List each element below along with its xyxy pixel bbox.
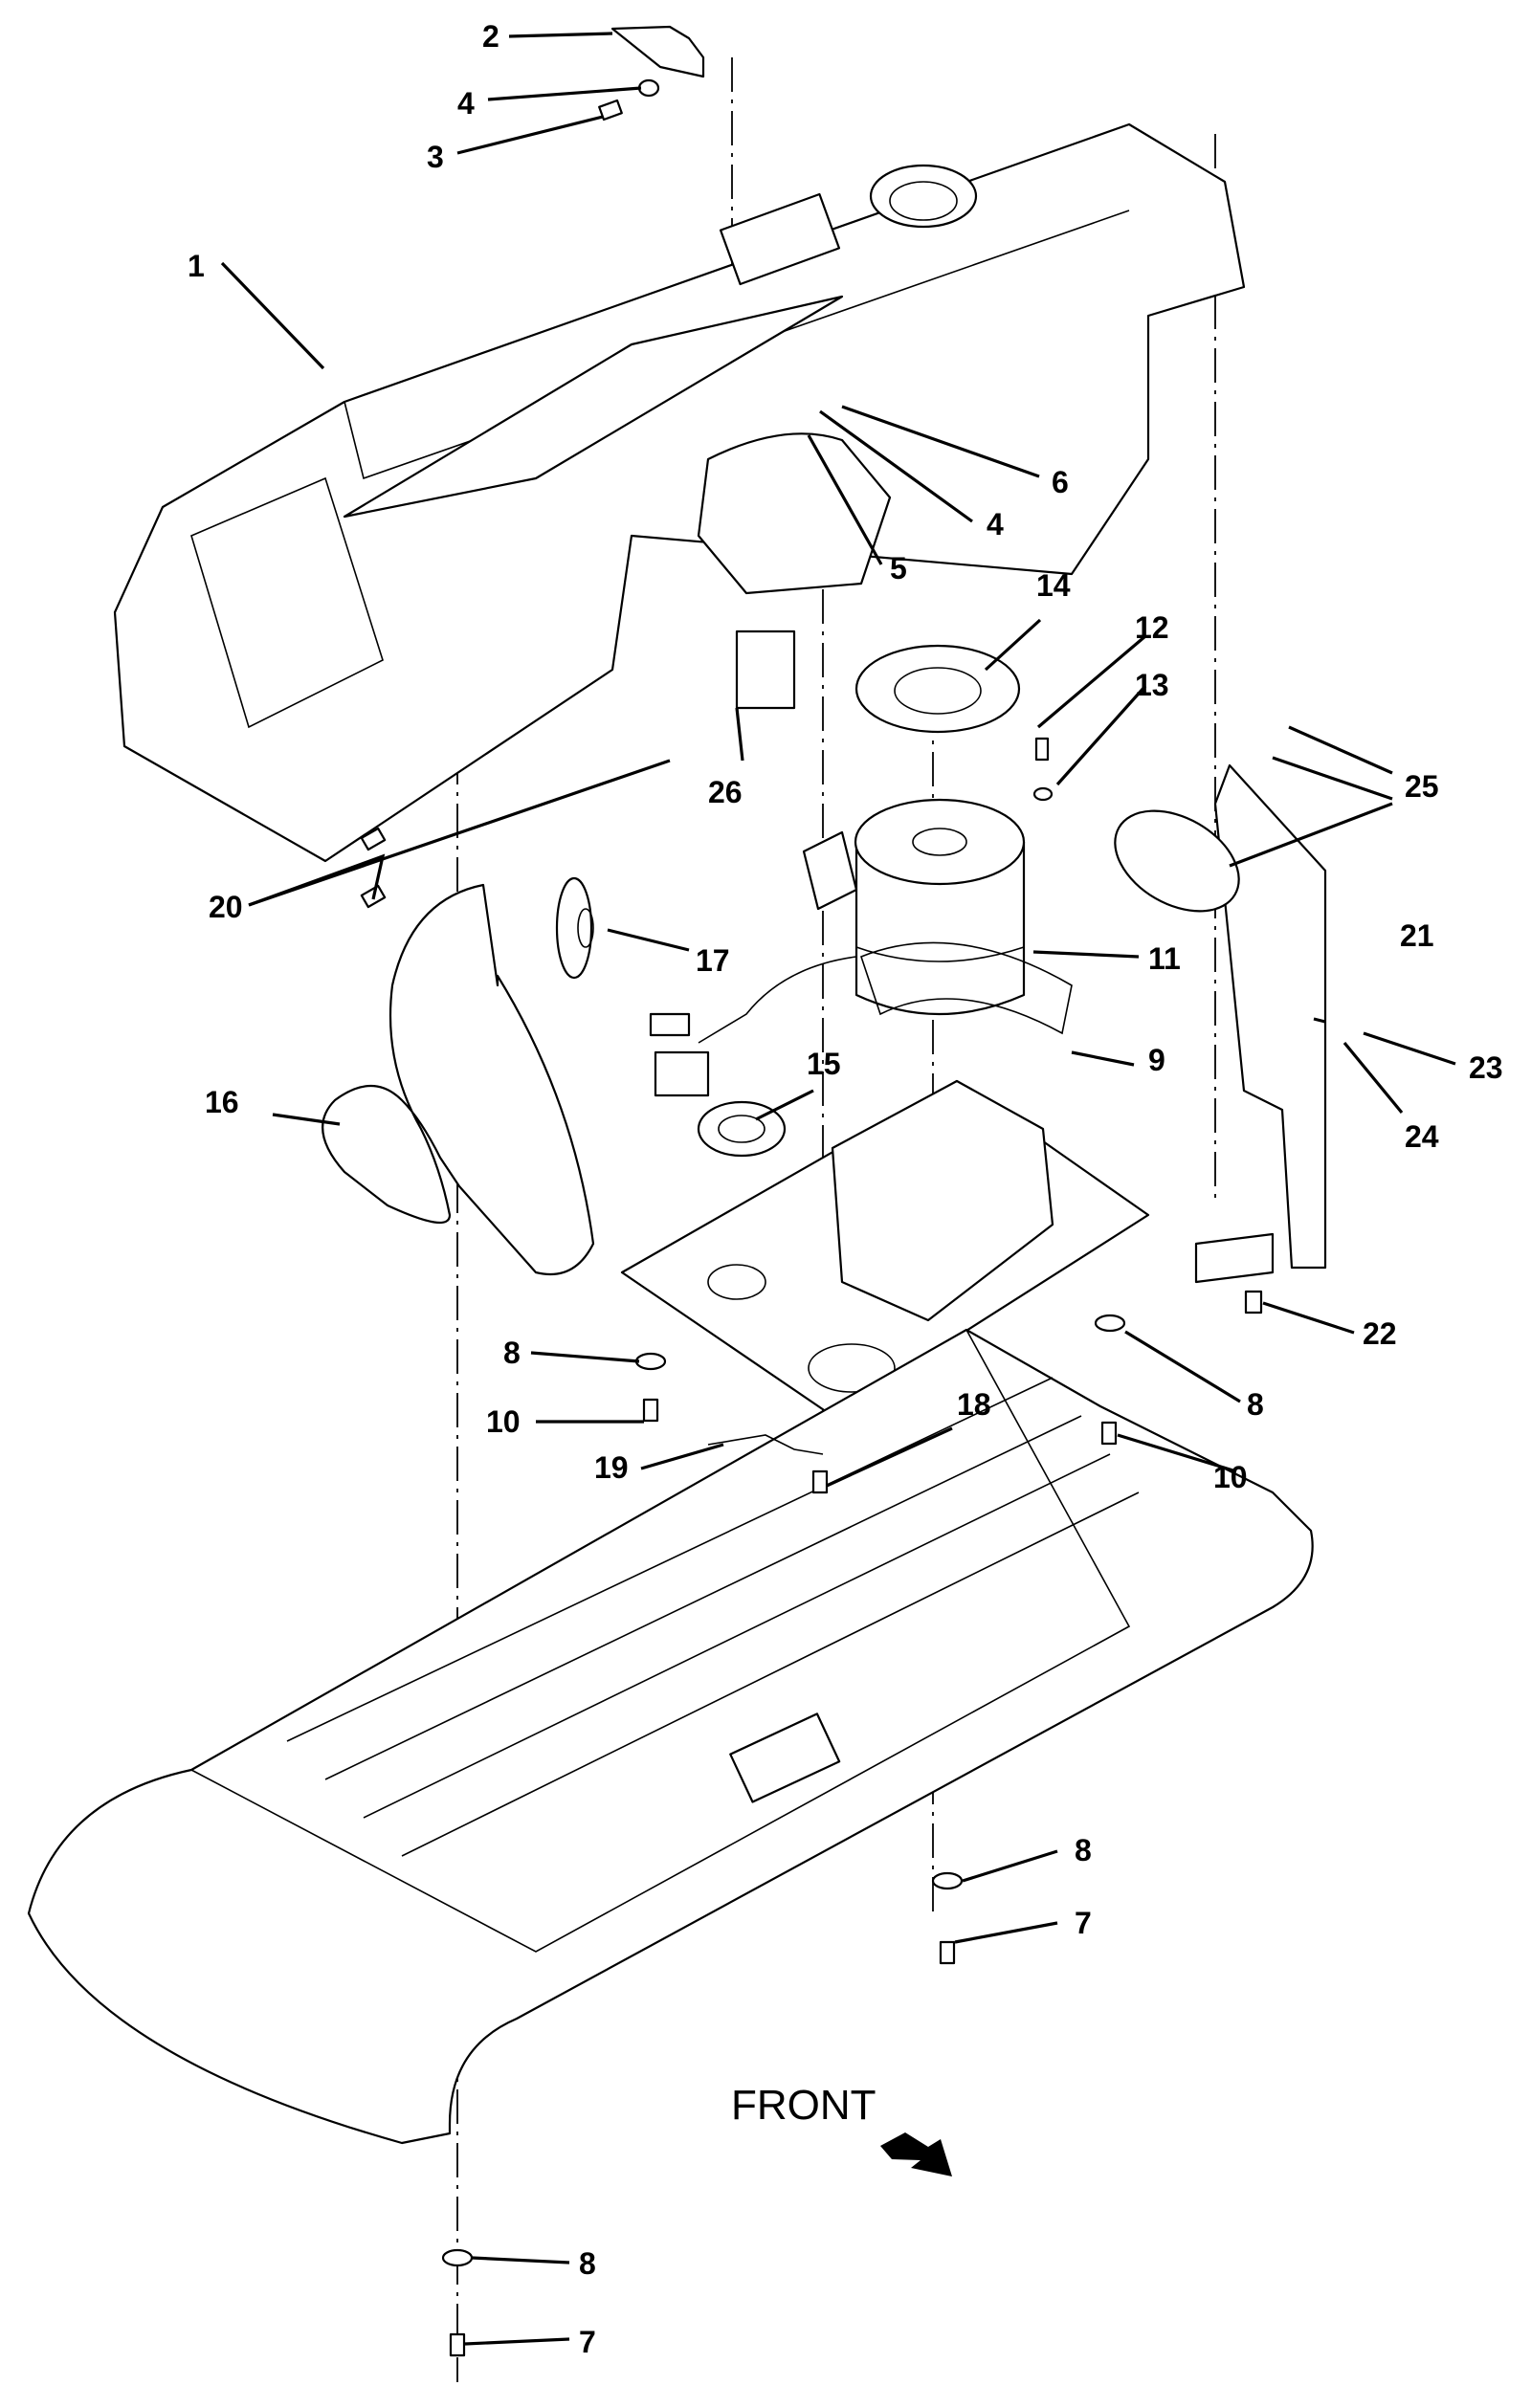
callout-10: 10 [1213, 1460, 1248, 1494]
callout-6: 6 [1052, 465, 1069, 499]
callout-4: 4 [457, 86, 475, 121]
callout-15: 15 [807, 1047, 841, 1081]
bracket-hardware [598, 25, 705, 122]
ground-wire [707, 1434, 824, 1455]
side-panel [1114, 763, 1327, 1284]
callout-25: 25 [1405, 769, 1439, 804]
lower-chassis [27, 1328, 1314, 2145]
callout-7: 7 [1075, 1906, 1092, 1940]
callout-17: 17 [696, 943, 730, 978]
callout-20: 20 [209, 890, 243, 924]
callout-3: 3 [427, 140, 444, 174]
callout-7: 7 [579, 2325, 596, 2359]
callout-14: 14 [1036, 568, 1071, 603]
callout-24: 24 [1405, 1119, 1439, 1154]
wire-harness [649, 956, 857, 1097]
callout-4: 4 [987, 507, 1004, 541]
callout-21: 21 [1400, 918, 1434, 953]
front-direction-label: FRONT [731, 2082, 876, 2129]
callout-18: 18 [957, 1387, 991, 1422]
callout-8: 8 [1247, 1387, 1264, 1422]
callout-9: 9 [1148, 1043, 1165, 1077]
front-arrow-icon [880, 2132, 952, 2176]
callout-12: 12 [1135, 610, 1169, 645]
callout-2: 2 [482, 19, 499, 54]
callout-19: 19 [594, 1450, 629, 1485]
label-plate [735, 630, 796, 710]
exhaust-hose [322, 883, 595, 1276]
callout-16: 16 [205, 1085, 239, 1119]
callout-8: 8 [1075, 1833, 1092, 1867]
callout-1: 1 [188, 249, 205, 283]
callout-8: 8 [579, 2246, 596, 2281]
motor-mount-plate [620, 941, 1150, 1418]
callout-5: 5 [890, 551, 907, 585]
vacuum-motor [802, 798, 1026, 1016]
spacer-ring [555, 876, 594, 980]
callout-10: 10 [486, 1404, 521, 1439]
callout-26: 26 [708, 775, 743, 809]
gasket [854, 644, 1021, 734]
callout-11: 11 [1148, 941, 1181, 976]
callout-13: 13 [1135, 668, 1169, 702]
callout-8: 8 [503, 1336, 521, 1370]
upper-housing [113, 122, 1246, 863]
callout-23: 23 [1469, 1050, 1503, 1085]
leader-lines [220, 32, 1456, 2346]
callout-22: 22 [1363, 1316, 1397, 1351]
